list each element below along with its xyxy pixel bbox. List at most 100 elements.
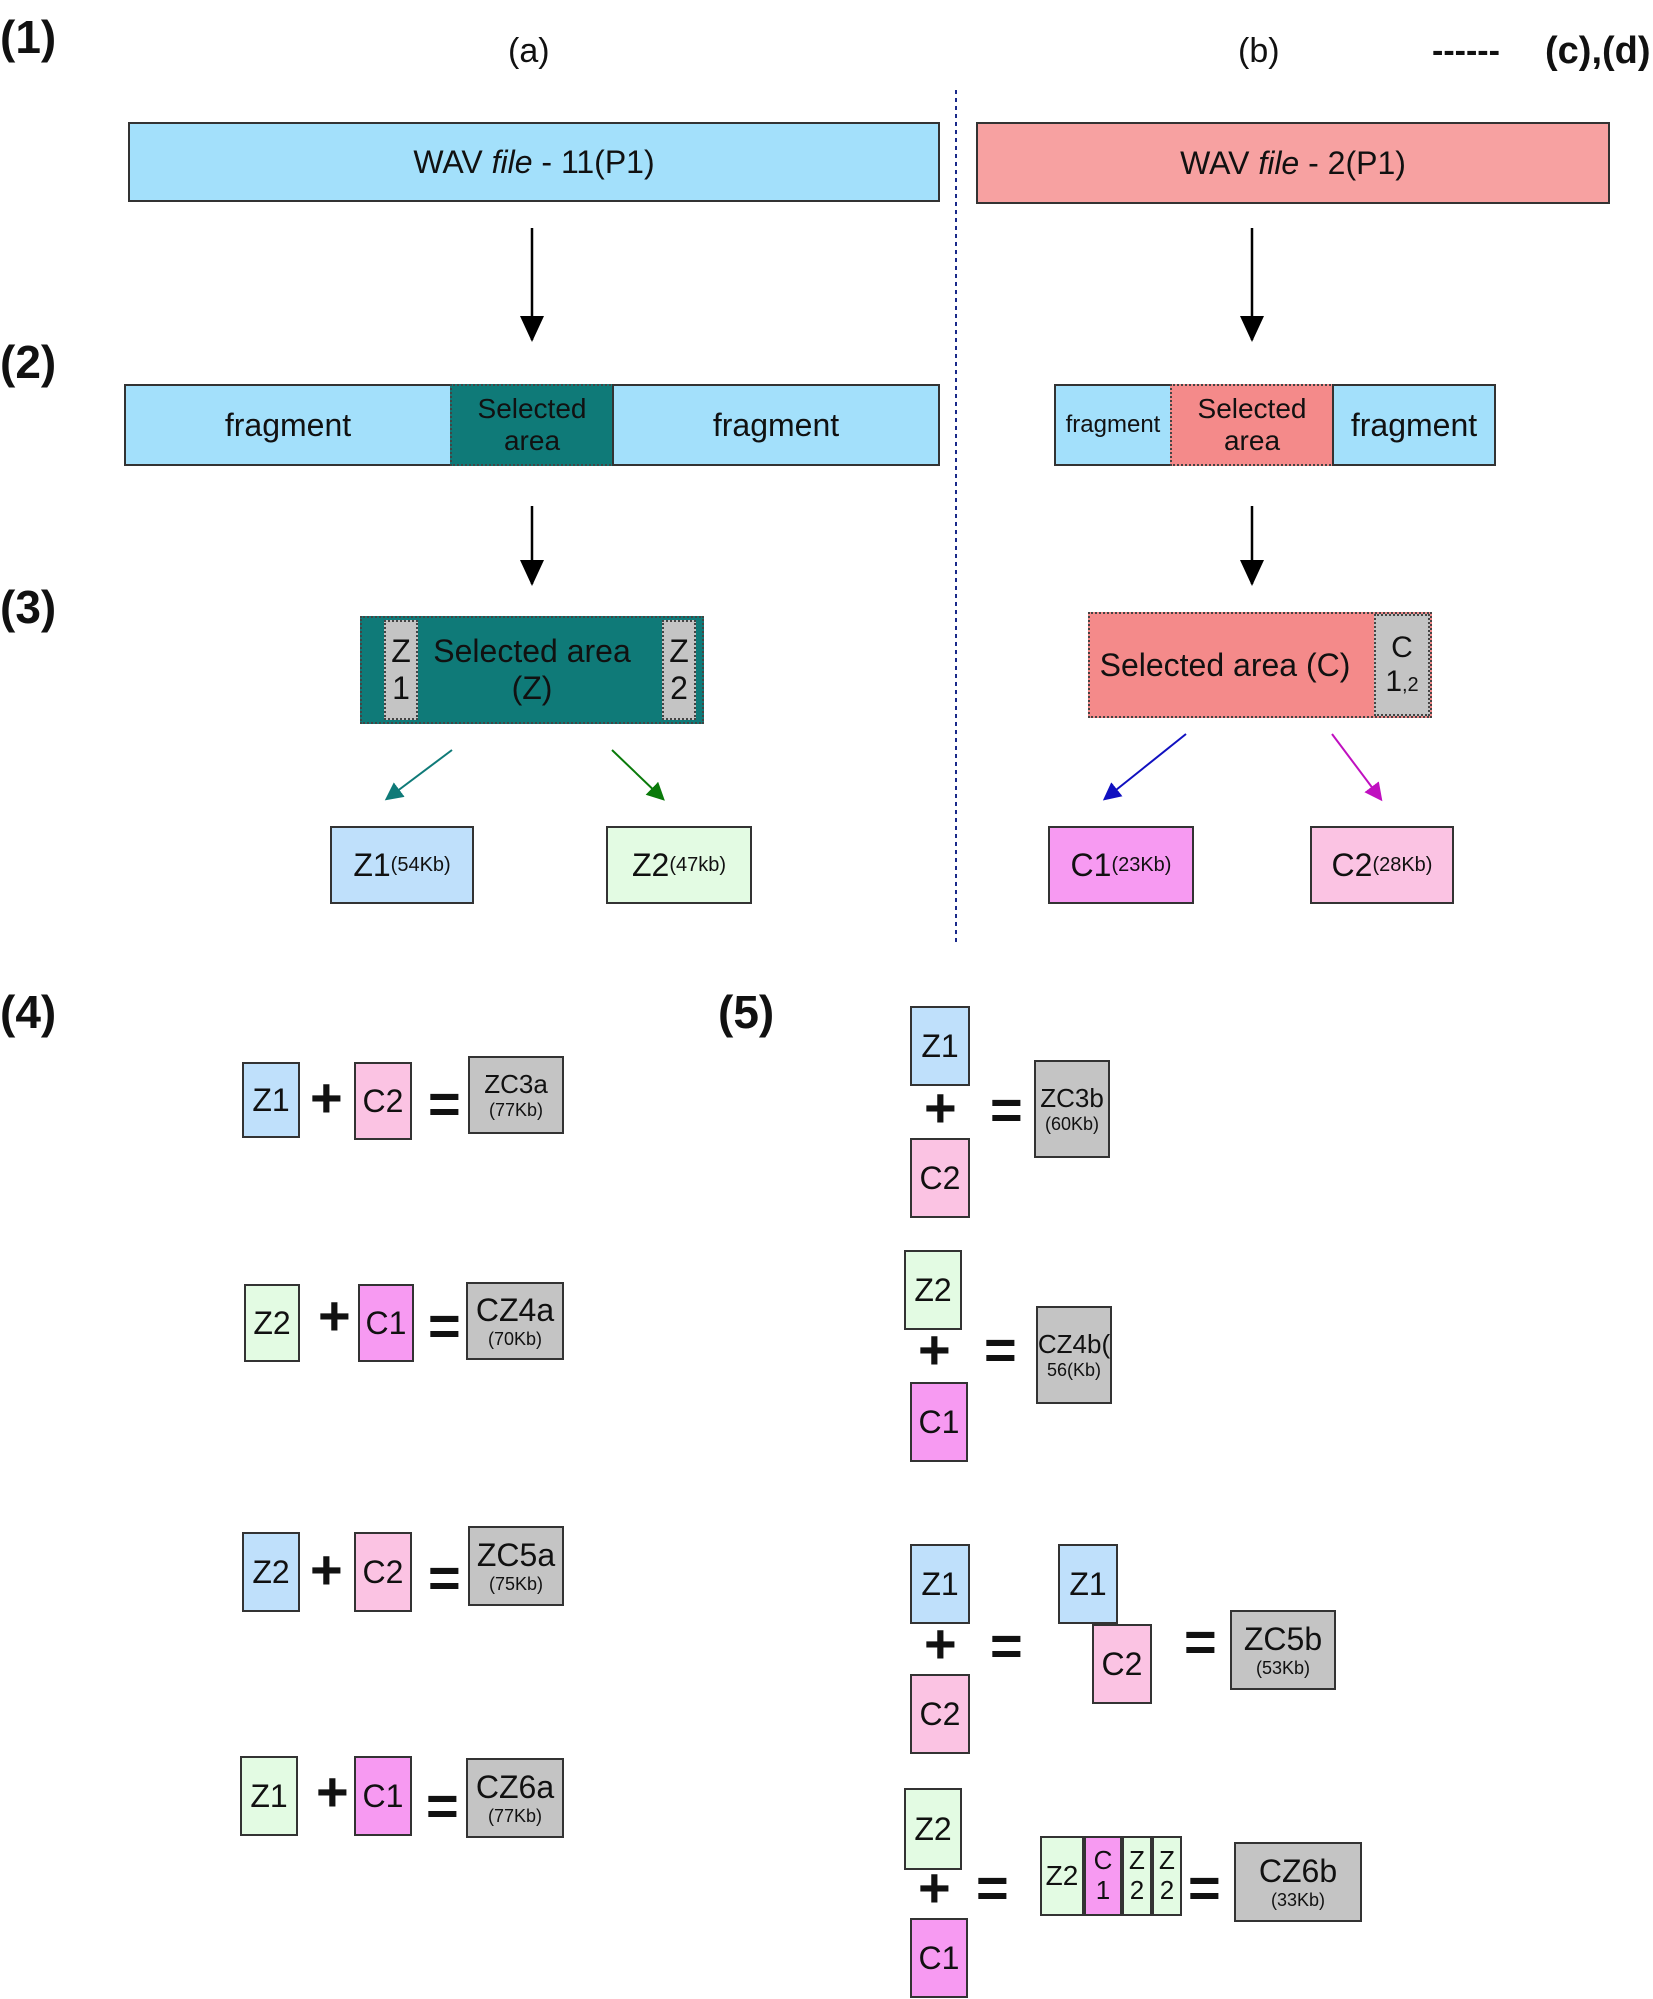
- arrow-to-z2: [611, 749, 665, 801]
- plus-operator: +: [918, 1856, 951, 1919]
- step4-row1-result: ZC3a(77Kb): [468, 1056, 564, 1134]
- wav-file-a-prefix: WAV: [413, 143, 492, 180]
- step5-row1-a: Z1: [910, 1006, 970, 1086]
- step4-row3-result-name: ZC5a: [476, 1537, 556, 1574]
- step4-row1-result-name: ZC3a: [484, 1068, 548, 1099]
- step4-row2-b: C1: [358, 1284, 414, 1362]
- selected-area-b: Selected area: [1170, 384, 1334, 466]
- plus-operator: +: [924, 1612, 957, 1675]
- step5-row4-mid-z2a-top: Z: [1129, 1845, 1145, 1876]
- step-label-4: (4): [0, 986, 57, 1038]
- step4-row4-result-name: CZ6a: [475, 1769, 555, 1806]
- step5-row2-result-name: CZ4b(: [1037, 1328, 1111, 1359]
- c12-marker: C 1,2: [1374, 614, 1430, 716]
- step5-row2-result-size: 56(Kb): [1046, 1359, 1102, 1380]
- output-c1-name: C1: [1070, 846, 1112, 883]
- c12-marker-two: ,2: [1402, 674, 1419, 696]
- step5-row3-mid-c2: C2: [1092, 1624, 1152, 1704]
- step4-row4-result-size: (77Kb): [487, 1806, 543, 1827]
- step5-row3-a: Z1: [910, 1544, 970, 1624]
- step5-row1-result: ZC3b(60Kb): [1034, 1060, 1110, 1158]
- arrow-to-c1: [1102, 733, 1187, 801]
- step4-row4-a: Z1: [240, 1756, 298, 1836]
- wav-file-a-suffix: - 11(P1): [532, 143, 655, 180]
- step4-row3-result-size: (75Kb): [488, 1574, 544, 1595]
- fragment-b-left: fragment: [1054, 384, 1172, 466]
- step-label-1: (1): [0, 11, 57, 63]
- plus-operator: +: [310, 1538, 343, 1601]
- step4-row3-b: C2: [354, 1532, 412, 1612]
- equals-operator: =: [984, 1318, 1017, 1381]
- step5-row4-a: Z2: [904, 1788, 962, 1870]
- step4-row3-result: ZC5a(75Kb): [468, 1526, 564, 1606]
- step5-row2-b: C1: [910, 1382, 968, 1462]
- fragment-a-right: fragment: [612, 384, 940, 466]
- output-c1: C1(23Kb): [1048, 826, 1194, 904]
- step5-row4-mid-z2a-bottom: 2: [1129, 1875, 1145, 1905]
- plus-operator: +: [316, 1760, 349, 1823]
- selected-area-z-label: Selected area (Z): [433, 633, 631, 706]
- output-z2-name: Z2: [631, 846, 670, 883]
- step5-row2-a: Z2: [904, 1250, 962, 1330]
- step5-row4-result-size: (33Kb): [1270, 1890, 1326, 1911]
- output-c2: C2(28Kb): [1310, 826, 1454, 904]
- step4-row4-b: C1: [354, 1756, 412, 1836]
- equals-operator: =: [428, 1072, 461, 1135]
- output-z2: Z2(47kb): [606, 826, 752, 904]
- step5-row1-b: C2: [910, 1138, 970, 1218]
- z2-marker-bottom: 2: [670, 670, 688, 706]
- fragment-a-left: fragment: [124, 384, 452, 466]
- selected-area-a: Selected area: [450, 384, 614, 466]
- output-z1-size: (54Kb): [390, 853, 451, 876]
- equals-operator: =: [1184, 1610, 1217, 1673]
- arrow-to-c2: [1331, 733, 1383, 802]
- plus-operator: +: [924, 1076, 957, 1139]
- step4-row2-result-size: (70Kb): [487, 1329, 543, 1350]
- step5-row3-result: ZC5b(53Kb): [1230, 1610, 1336, 1690]
- step-label-5: (5): [718, 986, 775, 1038]
- z1-marker-top: Z: [391, 633, 411, 670]
- z1-marker-bottom: 1: [392, 670, 410, 706]
- step5-row3-mid-z1: Z1: [1058, 1544, 1118, 1624]
- equals-operator: =: [1188, 1856, 1221, 1919]
- step4-row2-result: CZ4a(70Kb): [466, 1282, 564, 1360]
- output-z1: Z1(54Kb): [330, 826, 474, 904]
- step5-row4-b: C1: [910, 1918, 968, 1998]
- step5-row4-mid-z2b-top: Z: [1159, 1845, 1175, 1876]
- step5-row1-result-name: ZC3b: [1040, 1082, 1104, 1113]
- plus-operator: +: [318, 1284, 351, 1347]
- equals-operator: =: [428, 1546, 461, 1609]
- step5-row2-result: CZ4b(56(Kb): [1036, 1306, 1112, 1404]
- step5-row4-mid-c1-top: C: [1093, 1845, 1113, 1876]
- step5-row4-mid-z2b-bottom: 2: [1159, 1875, 1175, 1905]
- column-header-cd: (c),(d): [1545, 30, 1651, 72]
- step4-row1-a: Z1: [242, 1062, 300, 1138]
- equals-operator: =: [990, 1078, 1023, 1141]
- output-z1-name: Z1: [353, 846, 391, 883]
- wav-file-b-prefix: WAV: [1180, 144, 1259, 181]
- output-c2-size: (28Kb): [1372, 853, 1433, 876]
- step4-row1-b: C2: [354, 1062, 412, 1140]
- step5-row4-result: CZ6b(33Kb): [1234, 1842, 1362, 1922]
- wav-file-a: WAV file - 11(P1): [128, 122, 940, 202]
- step4-row1-result-size: (77Kb): [488, 1099, 544, 1120]
- step-label-3: (3): [0, 581, 57, 633]
- wav-file-b-italic: file: [1258, 144, 1300, 181]
- selected-area-c-label: Selected area (C): [1099, 646, 1351, 683]
- z2-marker-top: Z: [669, 633, 689, 670]
- output-c1-size: (23Kb): [1111, 853, 1172, 876]
- step-label-2: (2): [0, 336, 57, 388]
- column-header-b: (b): [1238, 32, 1280, 70]
- plus-operator: +: [310, 1066, 343, 1129]
- c12-marker-top: C: [1391, 630, 1413, 664]
- step4-row3-a: Z2: [242, 1532, 300, 1612]
- equals-operator: =: [426, 1774, 459, 1837]
- step5-row3-result-size: (53Kb): [1255, 1658, 1311, 1679]
- arrow-to-z1: [384, 749, 453, 801]
